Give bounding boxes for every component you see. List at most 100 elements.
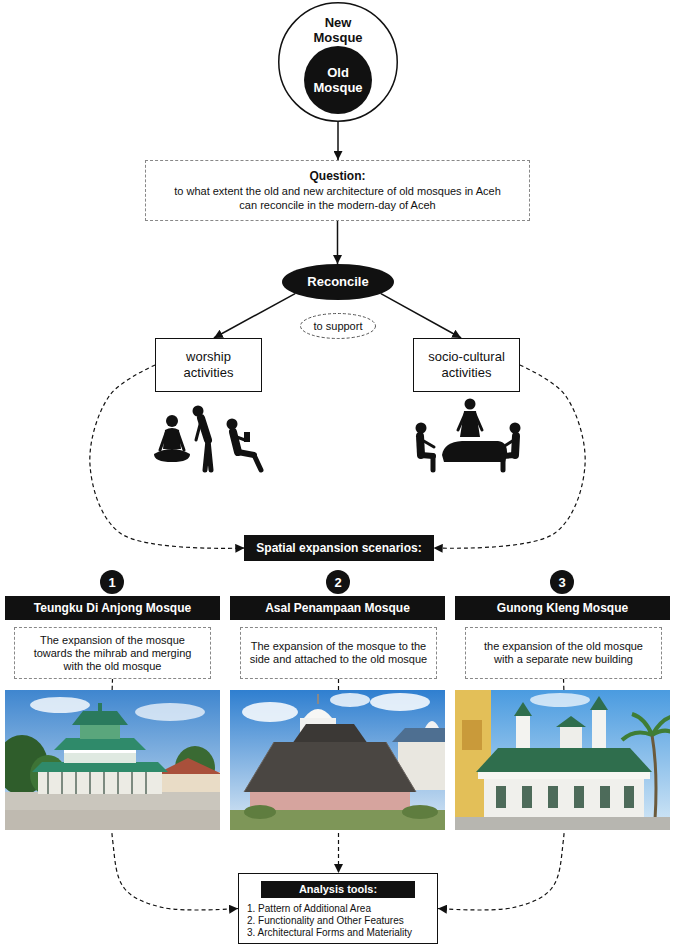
- mosque-photo: [230, 690, 445, 830]
- mosque-photo: [250, 792, 410, 810]
- activity-box: worship activities: [155, 338, 262, 392]
- mosque-title: Teungku Di Anjong Mosque: [5, 596, 220, 620]
- worship-figures: [227, 419, 238, 430]
- expansion-description: The expansion of the mosque to the side …: [240, 627, 437, 679]
- mosque-photo: [402, 805, 438, 819]
- activity-box-text: worship activities: [161, 349, 256, 381]
- mosque-photo: [455, 690, 670, 830]
- outer-circle: New MosqueOld Mosque: [278, 2, 398, 122]
- mosque-photo: [478, 772, 650, 779]
- flow-arrow: [337, 221, 339, 264]
- support-ellipse-text: to support: [314, 320, 363, 333]
- expansion-description: The expansion of the mosque towards the …: [14, 627, 211, 679]
- mosque-photo: [330, 693, 370, 707]
- mosque-photo: [54, 738, 146, 750]
- mosque-photo: [304, 709, 332, 718]
- number-circle-outline: [326, 570, 350, 594]
- support-ellipse-outline: [301, 314, 376, 339]
- mosque-photo: [514, 702, 532, 716]
- mosque-photo: [425, 721, 439, 728]
- socio-cultural-figures: [501, 456, 506, 470]
- mosque-photo: [135, 703, 205, 721]
- analysis-box-text: 2. Functionality and Other Features: [247, 915, 429, 927]
- number-circle: 2: [326, 570, 350, 594]
- inner-circle: Old Mosque: [304, 46, 372, 114]
- mosque-photo: [38, 770, 162, 794]
- analysis-box: Analysis tools: 1. Pattern of Additional …: [238, 873, 438, 944]
- mosque-title-text: Teungku Di Anjong Mosque: [34, 601, 191, 616]
- mosque-title-text: Asal Penampaan Mosque: [265, 601, 410, 616]
- worship-figures: [166, 415, 178, 427]
- dashed-arrow: [434, 365, 585, 548]
- expansion-description-text: The expansion of the mosque to the side …: [249, 640, 428, 666]
- question-box-text: to what extent the old and new architect…: [166, 184, 509, 212]
- mosque-photo: [5, 690, 220, 830]
- socio-cultural-figures: [510, 423, 521, 434]
- inner-circle-outline: [304, 46, 372, 114]
- mosque-photo: [484, 779, 644, 817]
- expansion-description-text: the expansion of the old mosque with a s…: [474, 640, 653, 666]
- worship-figures: [234, 436, 245, 440]
- analysis-box-text: Analysis tools:: [261, 881, 415, 898]
- outer-circle-outline: [279, 3, 398, 122]
- mosque-photo: [32, 762, 168, 772]
- outer-circle-text: New Mosque: [305, 15, 371, 45]
- mosque-photo: [556, 716, 586, 727]
- mosque-photo: [590, 696, 608, 710]
- flow-arrow: [381, 294, 461, 338]
- reconcile-ellipse: Reconcile: [282, 264, 394, 300]
- support-ellipse: to support: [300, 313, 376, 339]
- mosque-photo: [652, 735, 656, 820]
- number-circle-outline: [100, 570, 124, 594]
- worship-figures: [244, 432, 250, 442]
- number-circle-text: 2: [334, 575, 341, 590]
- mosque-photo: [462, 720, 482, 750]
- mosque-title: Asal Penampaan Mosque: [230, 596, 445, 620]
- worship-figures: [196, 421, 201, 440]
- socio-cultural-figures: [422, 440, 434, 447]
- inner-circle-text: Old Mosque: [309, 65, 367, 95]
- analysis-box-text: 1. Pattern of Additional Area: [247, 903, 429, 915]
- analysis-box-text: 3. Architectural Forms and Materiality: [247, 927, 429, 939]
- mosque-photo: [5, 810, 220, 830]
- worship-figures: [163, 428, 181, 449]
- mosque-photo: [98, 703, 102, 712]
- mosque-photo: [455, 690, 670, 830]
- number-circle: 3: [550, 570, 574, 594]
- activity-box: socio-cultural activities: [413, 338, 520, 392]
- socio-cultural-figures: [475, 414, 482, 430]
- mosque-photo: [5, 792, 220, 830]
- expansion-description: the expansion of the old mosque with a s…: [465, 627, 662, 679]
- mosque-photo: [476, 748, 652, 772]
- mosque-title-text: Gunong Kleng Mosque: [497, 601, 628, 616]
- question-box: Question:to what extent the old and new …: [145, 160, 530, 221]
- scenario-heading-text: Spatial expansion scenarios:: [256, 541, 421, 556]
- mosque-photo: [370, 693, 430, 711]
- worship-figures: [160, 433, 166, 450]
- worship-figures: [254, 455, 261, 470]
- socio-cultural-figures: [465, 399, 476, 410]
- scenario-heading: Spatial expansion scenarios:: [244, 535, 433, 561]
- number-circle: 1: [100, 570, 124, 594]
- socio-cultural-figures: [416, 399, 521, 471]
- mosque-photo: [496, 786, 634, 808]
- reconcile-ellipse-text: Reconcile: [307, 274, 368, 290]
- mosque-photo: [242, 702, 298, 722]
- worship-figures: [208, 440, 211, 470]
- mosque-photo: [30, 697, 90, 713]
- number-circle-outline: [550, 570, 574, 594]
- mosque-photo: [48, 772, 146, 794]
- mosque-photo: [244, 805, 276, 819]
- socio-cultural-figures: [458, 414, 465, 430]
- mosque-photo: [622, 714, 670, 740]
- worship-figures: [178, 433, 184, 450]
- mosque-photo: [64, 750, 136, 753]
- activity-box-text: socio-cultural activities: [419, 349, 514, 381]
- question-box-text: Question:: [166, 168, 509, 184]
- socio-cultural-figures: [442, 441, 507, 462]
- socio-cultural-figures: [416, 423, 427, 434]
- flow-arrow: [214, 294, 295, 338]
- mosque-photo: [244, 742, 416, 792]
